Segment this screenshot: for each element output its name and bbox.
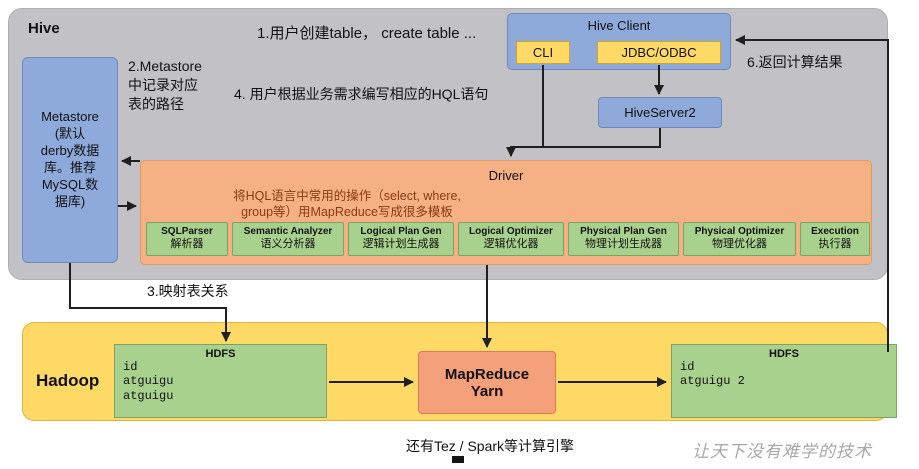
component-en-label: Semantic Analyzer — [243, 226, 333, 238]
annotation-step1: 1.用户创建table， create table ... — [257, 25, 477, 42]
component-semantic-analyzer: Semantic Analyzer 语义分析器 — [232, 222, 344, 256]
component-physical-optimizer: Physical Optimizer 物理优化器 — [683, 222, 796, 256]
component-en-label: Logical Plan Gen — [360, 226, 442, 238]
jdbc-odbc-box: JDBC/ODBC — [597, 41, 721, 64]
component-logical-plan-gen: Logical Plan Gen 逻辑计划生成器 — [348, 222, 454, 256]
component-en-label: Logical Optimizer — [469, 226, 553, 238]
hdfs-right-content: id atguigu 2 — [680, 360, 745, 389]
hdfs-left-box: HDFS id atguigu atguigu — [114, 344, 327, 418]
mapreduce-box: MapReduce Yarn — [418, 351, 556, 414]
component-en-label: Physical Optimizer — [694, 226, 785, 238]
bullet-marker — [452, 456, 464, 463]
metastore-box: Metastore (默认 derby数据 库。推荐 MySQL数 据库) — [22, 57, 118, 263]
component-zh-label: 逻辑优化器 — [483, 238, 539, 251]
component-zh-label: 逻辑计划生成器 — [362, 238, 440, 251]
watermark: 让天下没有难学的技术 — [692, 442, 872, 461]
component-en-label: SQLParser — [161, 226, 213, 238]
driver-title: Driver — [488, 168, 524, 183]
hadoop-label: Hadoop — [36, 371, 100, 390]
hdfs-left-title: HDFS — [205, 348, 236, 360]
component-logical-optimizer: Logical Optimizer 逻辑优化器 — [458, 222, 564, 256]
component-zh-label: 物理优化器 — [712, 238, 767, 251]
component-zh-label: 物理计划生成器 — [585, 238, 662, 251]
annotation-step4: 4. 用户根据业务需求编写相应的HQL语句 — [234, 86, 489, 102]
hdfs-right-title: HDFS — [769, 348, 799, 360]
hiveserver2-box: HiveServer2 — [598, 97, 722, 128]
component-en-label: Execution — [811, 226, 859, 238]
hdfs-right-box: HDFS id atguigu 2 — [671, 344, 897, 418]
cli-box: CLI — [516, 41, 570, 64]
component-zh-label: 解析器 — [170, 238, 204, 251]
component-en-label: Physical Plan Gen — [580, 226, 667, 238]
driver-description: 将HQL语言中常用的操作（select, where, group等）用MapR… — [233, 189, 461, 220]
hive-label: Hive — [28, 20, 60, 37]
hdfs-left-content: id atguigu atguigu — [123, 360, 174, 403]
engines-note: 还有Tez / Spark等计算引擎 — [405, 438, 575, 454]
component-physical-plan-gen: Physical Plan Gen 物理计划生成器 — [568, 222, 679, 256]
annotation-step3: 3.映射表关系 — [147, 283, 229, 299]
component-sqlparser: SQLParser 解析器 — [146, 222, 228, 256]
component-execution: Execution 执行器 — [800, 222, 870, 256]
annotation-step6: 6.返回计算结果 — [747, 54, 843, 70]
component-zh-label: 执行器 — [818, 238, 852, 251]
annotation-step2: 2.Metastore 中记录对应 表的路径 — [128, 58, 202, 112]
hive-client-title: Hive Client — [587, 18, 651, 33]
component-zh-label: 语义分析器 — [260, 238, 316, 251]
